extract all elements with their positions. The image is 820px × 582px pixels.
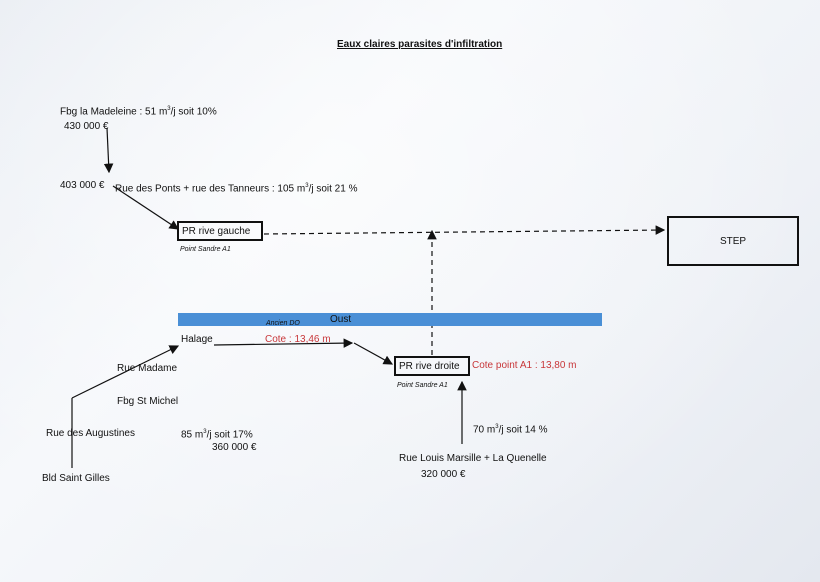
arrow-to-pr-gauche: [112, 185, 180, 230]
ponts-cost: 403 000 €: [60, 180, 105, 191]
rue-augustines: Rue des Augustines: [46, 428, 135, 439]
pr-rive-gauche-box: PR rive gauche: [177, 221, 263, 241]
fbg-st-michel: Fbg St Michel: [117, 396, 179, 407]
rue-madame: Rue Madame: [117, 363, 178, 374]
lower-right-street: Rue Louis Marsille + La Quenelle: [399, 453, 547, 464]
page-title: Eaux claires parasites d'infiltration: [337, 39, 503, 50]
lower-right-cost: 320 000 €: [421, 469, 466, 480]
dashed-gauche-to-step: [263, 225, 666, 235]
pr-rive-gauche-label: PR rive gauche: [182, 225, 251, 237]
pr-rive-droite-label: PR rive droite: [399, 360, 460, 372]
pr-rive-droite-box: PR rive droite: [394, 356, 470, 376]
ponts-label: Rue des Ponts + rue des Tanneurs : 105 m…: [115, 183, 358, 195]
step-label: STEP: [719, 235, 747, 247]
lower-left-flow: 85 m3/j soit 17%: [181, 429, 253, 441]
step-box: STEP: [667, 216, 799, 266]
pr-droite-sandre: Point Sandre A1: [397, 382, 448, 389]
ancien-do-label: Ancien DO: [266, 320, 300, 327]
madeleine-cost: 430 000 €: [64, 121, 109, 132]
lower-left-cost: 360 000 €: [212, 442, 257, 453]
river-oust: [178, 313, 602, 326]
arrow-lower-left-diag: [71, 345, 180, 399]
arrow-halage: [213, 338, 354, 348]
pr-droite-cote: Cote point A1 : 13,80 m: [472, 360, 577, 371]
madeleine-label: Fbg la Madeleine : 51 m3/j soit 10%: [60, 106, 217, 118]
halage-cote: Cote : 13,46 m: [265, 334, 331, 345]
lower-right-flow: 70 m3/j soit 14 %: [473, 424, 548, 436]
arrow-madeleine-down: [103, 127, 114, 174]
halage-label: Halage: [181, 334, 213, 345]
oust-label: Oust: [330, 314, 352, 325]
pr-gauche-sandre: Point Sandre A1: [180, 246, 231, 253]
arrow-to-pr-droite: [353, 342, 394, 365]
bld-saint-gilles: Bld Saint Gilles: [42, 473, 110, 484]
